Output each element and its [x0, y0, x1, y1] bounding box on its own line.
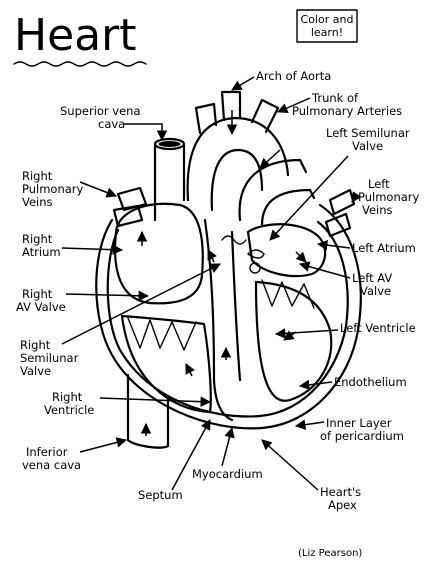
label-la: Left Atrium: [352, 241, 416, 255]
note-box: [296, 9, 358, 43]
label-rpv-3: Veins: [22, 195, 53, 209]
label-septum: Septum: [138, 488, 183, 502]
label-rpv-1: Right: [22, 169, 53, 183]
label-rv-2: Ventricle: [44, 403, 94, 417]
label-lsv-2: Valve: [352, 139, 383, 153]
label-rsv-1: Right: [20, 338, 51, 352]
label-ra-1: Right: [22, 232, 53, 246]
label-rsv-2: Semilunar: [20, 351, 79, 365]
label-rv-1: Right: [52, 390, 83, 404]
label-rpv-2: Pulmonary: [22, 182, 84, 196]
credit: (Liz Pearson): [298, 548, 362, 559]
note-line-1: Color and: [301, 13, 354, 26]
label-lav-1: Left AV: [352, 271, 392, 285]
label-ivc-1: Inferior: [26, 445, 68, 459]
label-trunk-2: Pulmonary Arteries: [292, 104, 402, 118]
label-pericardium-2: of pericardium: [320, 429, 404, 443]
page-title: Heart: [14, 10, 136, 61]
label-svc-1: Superior vena: [60, 104, 141, 118]
label-lv: Left Ventricle: [340, 321, 416, 335]
label-trunk-1: Trunk of: [311, 91, 359, 105]
label-ra-2: Atrium: [22, 245, 61, 259]
label-pericardium-1: Inner Layer: [326, 416, 392, 430]
label-endothelium: Endothelium: [334, 375, 407, 389]
label-arch-aorta: Arch of Aorta: [256, 69, 331, 83]
label-apex-1: Heart's: [320, 485, 361, 499]
labels: Arch of Aorta Superior vena cava Trunk o…: [16, 69, 420, 512]
label-ivc-2: vena cava: [22, 458, 81, 472]
flow-arrows: [136, 110, 307, 436]
note-line-2: learn!: [311, 26, 343, 39]
label-svc-2: cava: [98, 117, 125, 131]
label-lpv-1: Left: [368, 177, 390, 191]
label-rav-2: AV Valve: [16, 300, 66, 314]
title-underline: [13, 61, 147, 67]
label-apex-2: Apex: [328, 498, 357, 512]
label-lsv-1: Left Semilunar: [326, 126, 410, 140]
label-lav-2: Valve: [360, 284, 391, 298]
label-myocardium: Myocardium: [192, 467, 263, 481]
heart-illustration: [95, 90, 362, 449]
label-rav-1: Right: [22, 287, 53, 301]
label-lpv-3: Veins: [362, 203, 393, 217]
label-lpv-2: Pulmonary: [358, 190, 420, 204]
label-rsv-3: Valve: [20, 364, 51, 378]
